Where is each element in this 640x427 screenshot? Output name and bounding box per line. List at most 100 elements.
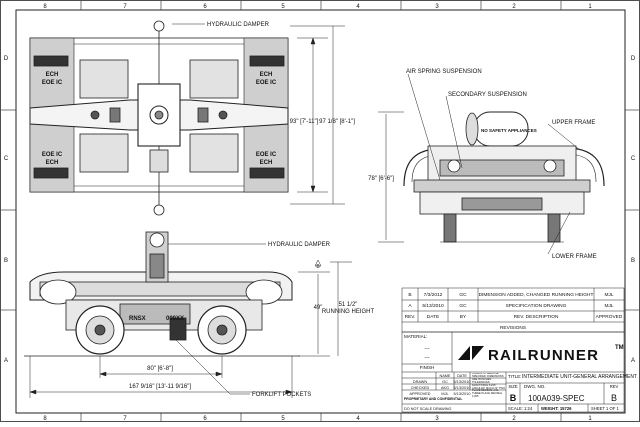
rev-row2-appr: MJL bbox=[604, 303, 613, 309]
rev-value: B bbox=[611, 393, 617, 403]
zone-right-b: B bbox=[631, 258, 635, 264]
zone-right-c: C bbox=[631, 156, 636, 162]
zone-top-5: 4 bbox=[356, 4, 360, 10]
dwg-value: 100A039-SPEC bbox=[528, 394, 585, 403]
tolerance-note-box: UNLESS OTHERWISE SPECIFIED: DIMENSIONS A… bbox=[472, 373, 505, 399]
material-value-2: --- bbox=[425, 355, 430, 361]
material-label: MATERIAL: bbox=[404, 334, 427, 339]
rev-row1-date: 7/3/2012 bbox=[424, 292, 443, 298]
size-value: B bbox=[510, 393, 517, 403]
svg-text:EOE IC: EOE IC bbox=[256, 152, 277, 158]
rev-title: REVISIONS bbox=[500, 325, 526, 331]
zone-labels: 8 7 6 5 4 3 2 1 8 7 6 5 4 3 2 1 D C B A … bbox=[4, 4, 636, 422]
zone-top-4: 5 bbox=[281, 4, 285, 10]
railrunner-logo: RAILRUNNER TM bbox=[458, 345, 624, 364]
callout-hydraulic-damper-top: HYDRAULIC DAMPER bbox=[207, 22, 270, 28]
rev-header-appr: APPROVED bbox=[596, 314, 623, 320]
sig-checked-role: CHECKED bbox=[411, 386, 430, 390]
svg-text:ECH: ECH bbox=[46, 160, 59, 166]
zone-right-d: D bbox=[631, 56, 636, 62]
zone-bottom-7: 2 bbox=[512, 416, 516, 422]
callout-upper-frame: UPPER FRAME bbox=[552, 120, 595, 126]
logo-text: RAILRUNNER bbox=[488, 347, 599, 364]
dim-plan-outer: 97 1/8" [8'-1"] bbox=[319, 119, 355, 125]
callout-secondary-suspension: SECONDARY SUSPENSION bbox=[448, 92, 527, 98]
rev-row1-appr: MJL bbox=[604, 292, 613, 298]
label-unit-id: 000XX bbox=[166, 316, 184, 322]
svg-text:ECH: ECH bbox=[260, 160, 273, 166]
dim-running-height-label: RUNNING HEIGHT bbox=[322, 309, 375, 315]
scale-label: SCALE: 1:24 bbox=[508, 406, 533, 411]
weight-label: WEIGHT: 15726 bbox=[541, 406, 572, 411]
zone-top-7: 2 bbox=[512, 4, 516, 10]
zone-top-8: 1 bbox=[588, 4, 592, 10]
sig-drawn-role: DRAWN bbox=[413, 380, 427, 384]
dim-overall-length: 167 9/16" [13'-11 9/16"] bbox=[129, 384, 191, 390]
sig-approved-role: APPROVED bbox=[409, 392, 430, 396]
title-value: INTERMEDIATE UNIT-GENERAL ARRANGEMENT bbox=[522, 374, 637, 380]
zone-bottom-2: 7 bbox=[123, 416, 127, 422]
zone-bottom-4: 5 bbox=[281, 416, 285, 422]
revision-table-text: B 7/3/2012 GC DIMENSION ADDED, CHANGED R… bbox=[405, 292, 623, 331]
svg-text:ECH: ECH bbox=[46, 72, 59, 78]
scale-note: DO NOT SCALE DRAWING bbox=[404, 407, 452, 411]
svg-text:EOE IC: EOE IC bbox=[256, 80, 277, 86]
zone-left-d: D bbox=[4, 56, 9, 62]
rev-row2-rev: A bbox=[408, 303, 412, 309]
callout-air-spring: AIR SPRING SUSPENSION bbox=[406, 69, 482, 75]
sig-drawn-date: 5/13/2010 bbox=[454, 380, 471, 384]
zone-left-c: C bbox=[4, 156, 9, 162]
zone-top-1: 8 bbox=[43, 4, 47, 10]
title-label: TITLE: bbox=[508, 374, 522, 379]
sig-approved-date: 5/13/2010 bbox=[454, 392, 471, 396]
label-safety-appliances: NO SAFETY APPLIANCES bbox=[481, 128, 537, 133]
rev-header-rev: REV. bbox=[405, 314, 416, 320]
logo-tm: TM bbox=[615, 345, 624, 351]
rev-row2-date: 5/13/2010 bbox=[422, 303, 444, 309]
title-block-text: MATERIAL: --- --- FINISH RAILRUNNER TM N… bbox=[404, 334, 637, 411]
inner-border bbox=[15, 9, 626, 414]
callout-hydraulic-damper-bottom: HYDRAULIC DAMPER bbox=[268, 242, 331, 248]
dim-revision-flag: B bbox=[316, 264, 320, 270]
zone-right-a: A bbox=[631, 358, 635, 364]
callout-lower-frame: LOWER FRAME bbox=[552, 254, 597, 260]
sig-approved-name: MJL bbox=[441, 392, 448, 396]
svg-text:ECH: ECH bbox=[260, 72, 273, 78]
zone-top-3: 6 bbox=[203, 4, 207, 10]
zone-top-6: 3 bbox=[435, 4, 439, 10]
finish-label: FINISH bbox=[420, 365, 435, 370]
sig-header-name: NAME bbox=[440, 374, 451, 378]
zone-bottom-6: 3 bbox=[435, 416, 439, 422]
label-rnsx: RNSX bbox=[129, 316, 146, 322]
rev-row2-desc: SPECIFICATION DRAWING bbox=[506, 303, 567, 309]
sig-header-date: DATE bbox=[457, 374, 467, 378]
zone-left-b: B bbox=[4, 258, 8, 264]
zone-bottom-3: 6 bbox=[203, 416, 207, 422]
rev-header-by: BY bbox=[460, 314, 467, 320]
dim-running-height-value: 51 1/2" bbox=[339, 302, 358, 308]
sig-checked-date: 5/13/2010 bbox=[454, 386, 471, 390]
sig-drawn-name: GC bbox=[442, 380, 448, 384]
dwg-label: DWG. NO. bbox=[524, 384, 546, 389]
dim-plan-inner: 93" [7'-11"] bbox=[290, 119, 319, 125]
zone-top-2: 7 bbox=[123, 4, 127, 10]
rev-header-desc: REV. DESCRIPTION bbox=[514, 314, 559, 320]
dim-end-height: 78" [6'-6"] bbox=[368, 176, 394, 182]
title-block bbox=[401, 331, 625, 413]
plan-dimension-lines bbox=[290, 25, 345, 205]
rev-header-date: DATE bbox=[427, 314, 439, 320]
rev-row1-rev: B bbox=[408, 292, 411, 298]
end-view bbox=[403, 111, 605, 243]
zone-bottom-1: 8 bbox=[43, 416, 47, 422]
side-view-dimension-lines bbox=[29, 243, 352, 398]
zone-left-a: A bbox=[4, 358, 8, 364]
dim-wheelbase: 80" [6'-8"] bbox=[147, 366, 173, 372]
svg-text:EOE IC: EOE IC bbox=[42, 152, 63, 158]
rev-label: REV bbox=[610, 384, 619, 389]
callout-forklift-pockets: FORKLIFT POCKETS bbox=[252, 392, 311, 398]
tolerance-note: UNLESS OTHERWISE SPECIFIED: DIMENSIONS A… bbox=[472, 373, 505, 399]
zone-bottom-5: 4 bbox=[356, 416, 360, 422]
